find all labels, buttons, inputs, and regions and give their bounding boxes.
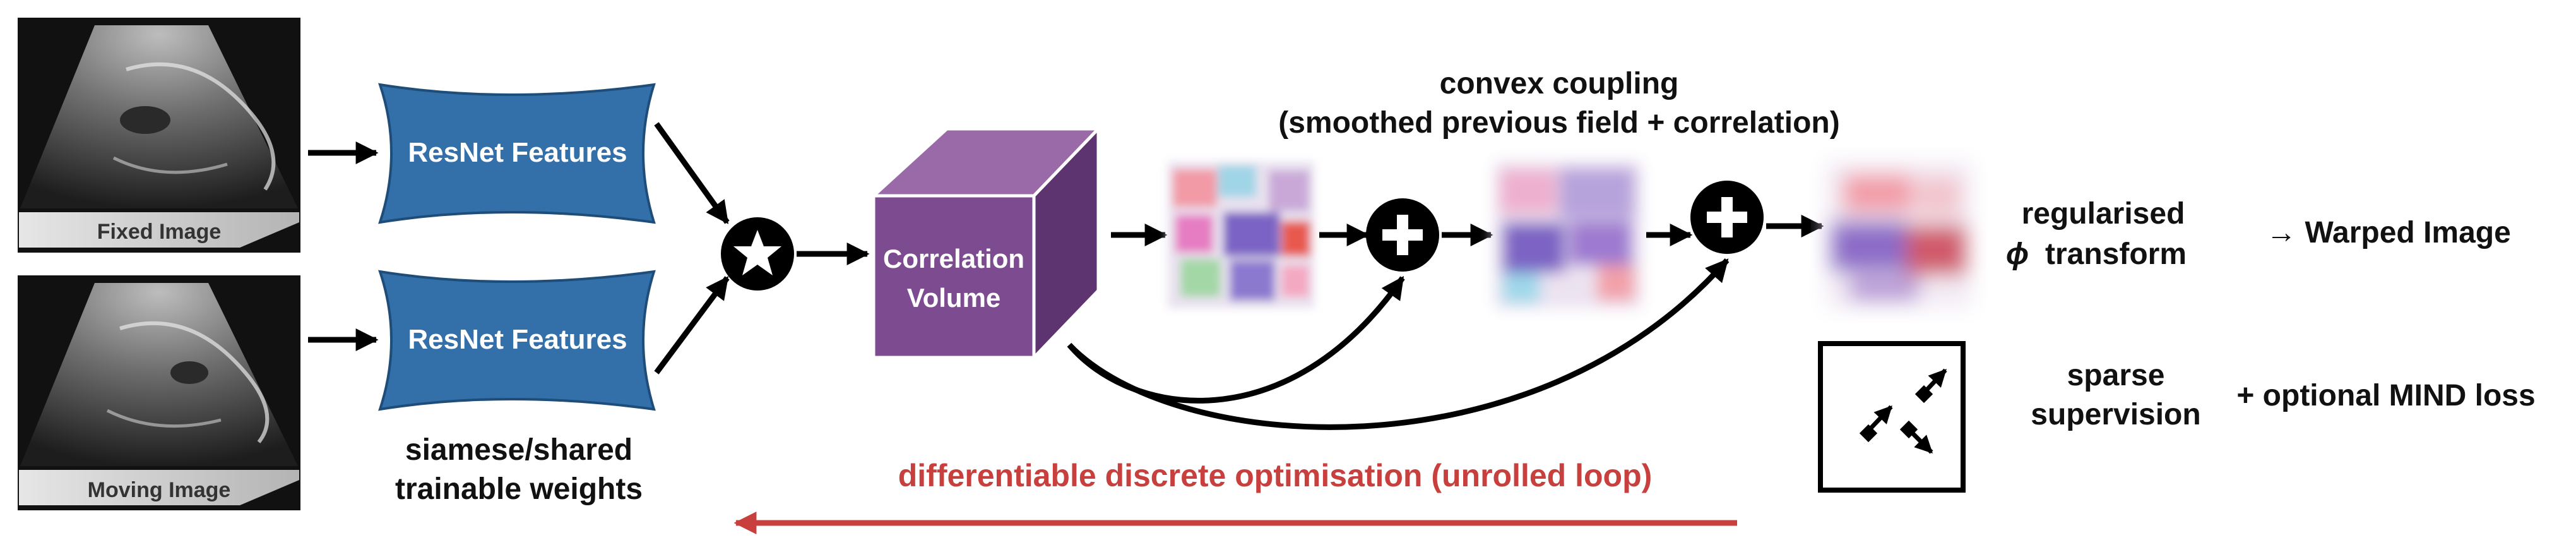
resnet-features-bottom: ResNet Features: [378, 270, 656, 411]
curve-volume-to-plus2: [1067, 258, 1730, 430]
coupling-title-line2: (smoothed previous field + correlation): [1278, 106, 1839, 140]
resnet-features-top-label: ResNet Features: [408, 137, 627, 168]
mind-loss-label: + optional MIND loss: [2236, 379, 2535, 412]
siamese-caption-line2: trainable weights: [395, 472, 643, 506]
resnet-features-top: ResNet Features: [378, 83, 656, 224]
regularised-line1: regularised: [2022, 197, 2185, 231]
sparse-line1: sparse: [2067, 359, 2165, 392]
arrow-bottom-features-to-star: [654, 276, 730, 375]
displacement-field-1: [1168, 162, 1314, 308]
displacement-field-3: [1825, 162, 1972, 308]
transform-line2: transform: [2045, 237, 2187, 271]
moving-image: Moving Image: [18, 275, 300, 510]
plus-icon: [1690, 181, 1764, 254]
fixed-image: Fixed Image: [18, 18, 300, 253]
resnet-features-bottom-label: ResNet Features: [408, 324, 627, 355]
phi-symbol: ϕ: [2006, 237, 2029, 271]
moving-image-label: Moving Image: [88, 478, 231, 502]
supervision-line2: supervision: [2031, 398, 2200, 431]
fixed-image-label: Fixed Image: [97, 220, 222, 244]
sparse-supervision-box: [1818, 341, 1966, 493]
coupling-title-line1: convex coupling: [1440, 67, 1679, 100]
warped-image-label: → Warped Image: [2266, 216, 2511, 249]
siamese-caption-line1: siamese/shared: [405, 433, 632, 467]
plus-icon: [1366, 198, 1439, 272]
star-icon: [721, 217, 794, 291]
correlation-volume: Correlation Volume: [869, 124, 1102, 362]
unrolled-loop-label: differentiable discrete optimisation (un…: [898, 458, 1653, 493]
correlation-volume-label-line1: Correlation: [883, 244, 1024, 273]
arrow-top-features-to-star: [654, 122, 730, 224]
correlation-volume-label-line2: Volume: [907, 283, 1001, 313]
displacement-field-2: [1495, 162, 1641, 308]
